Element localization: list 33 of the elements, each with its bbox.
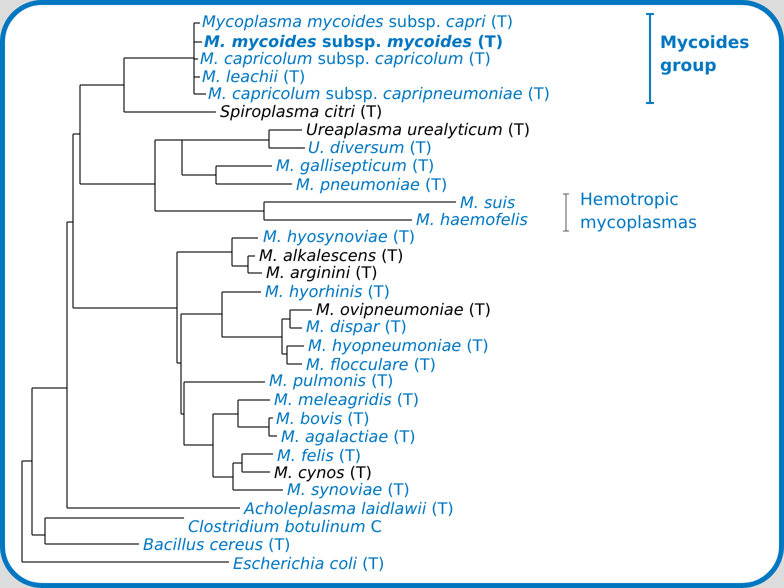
- taxon-label: M. haemofelis: [416, 210, 528, 230]
- taxon-label: M. cynos (T): [274, 463, 372, 482]
- group-label: Hemotropic mycoplasmas: [580, 189, 698, 235]
- taxon-label: M. hyosynoviae (T): [263, 227, 416, 247]
- taxon-label: Bacillus cereus (T): [143, 535, 290, 555]
- group-label: Mycoides group: [660, 32, 750, 78]
- taxon-label: M. agalactiae (T): [281, 427, 416, 447]
- taxon-label: Mycoplasma mycoides subsp. capri (T): [202, 12, 514, 32]
- taxon-label: Acholeplasma laidlawii (T): [244, 499, 454, 519]
- taxon-label: M. pulmonis (T): [269, 371, 394, 391]
- taxon-label: M. bovis (T): [276, 409, 370, 429]
- taxon-label: M. gallisepticum (T): [276, 156, 434, 176]
- taxon-label: Clostridium botulinum C: [188, 517, 382, 537]
- taxon-label: M. suis: [460, 193, 516, 212]
- taxon-label: M. leachii (T): [202, 67, 306, 86]
- taxon-label: U. diversum (T): [308, 138, 432, 158]
- taxon-label: M. hyorhinis (T): [265, 282, 390, 302]
- taxon-label: Spiroplasma citri (T): [220, 102, 382, 122]
- taxon-label: M. dispar (T): [306, 317, 407, 337]
- taxon-label: Escherichia coli (T): [233, 554, 384, 574]
- taxon-label: M. pneumoniae (T): [296, 175, 448, 195]
- taxon-label: M. mycoides subsp. mycoides (T): [204, 32, 504, 52]
- taxon-label: M. arginini (T): [266, 263, 378, 283]
- taxon-label: M. felis (T): [277, 446, 362, 466]
- taxon-label: M. flocculare (T): [306, 355, 436, 374]
- taxon-label: M. ovipneumoniae (T): [316, 300, 491, 320]
- taxon-label: Ureaplasma urealyticum (T): [306, 120, 530, 140]
- taxon-label: M. meleagridis (T): [274, 390, 419, 410]
- taxon-label: M. capricolum subsp. capripneumoniae (T): [208, 84, 550, 104]
- taxon-label: M. hyopneumoniae (T): [308, 336, 489, 356]
- taxon-label: M. synoviae (T): [287, 480, 410, 500]
- taxon-label: M. alkalescens (T): [259, 246, 404, 266]
- taxon-label: M. capricolum subsp. capricolum (T): [200, 49, 491, 69]
